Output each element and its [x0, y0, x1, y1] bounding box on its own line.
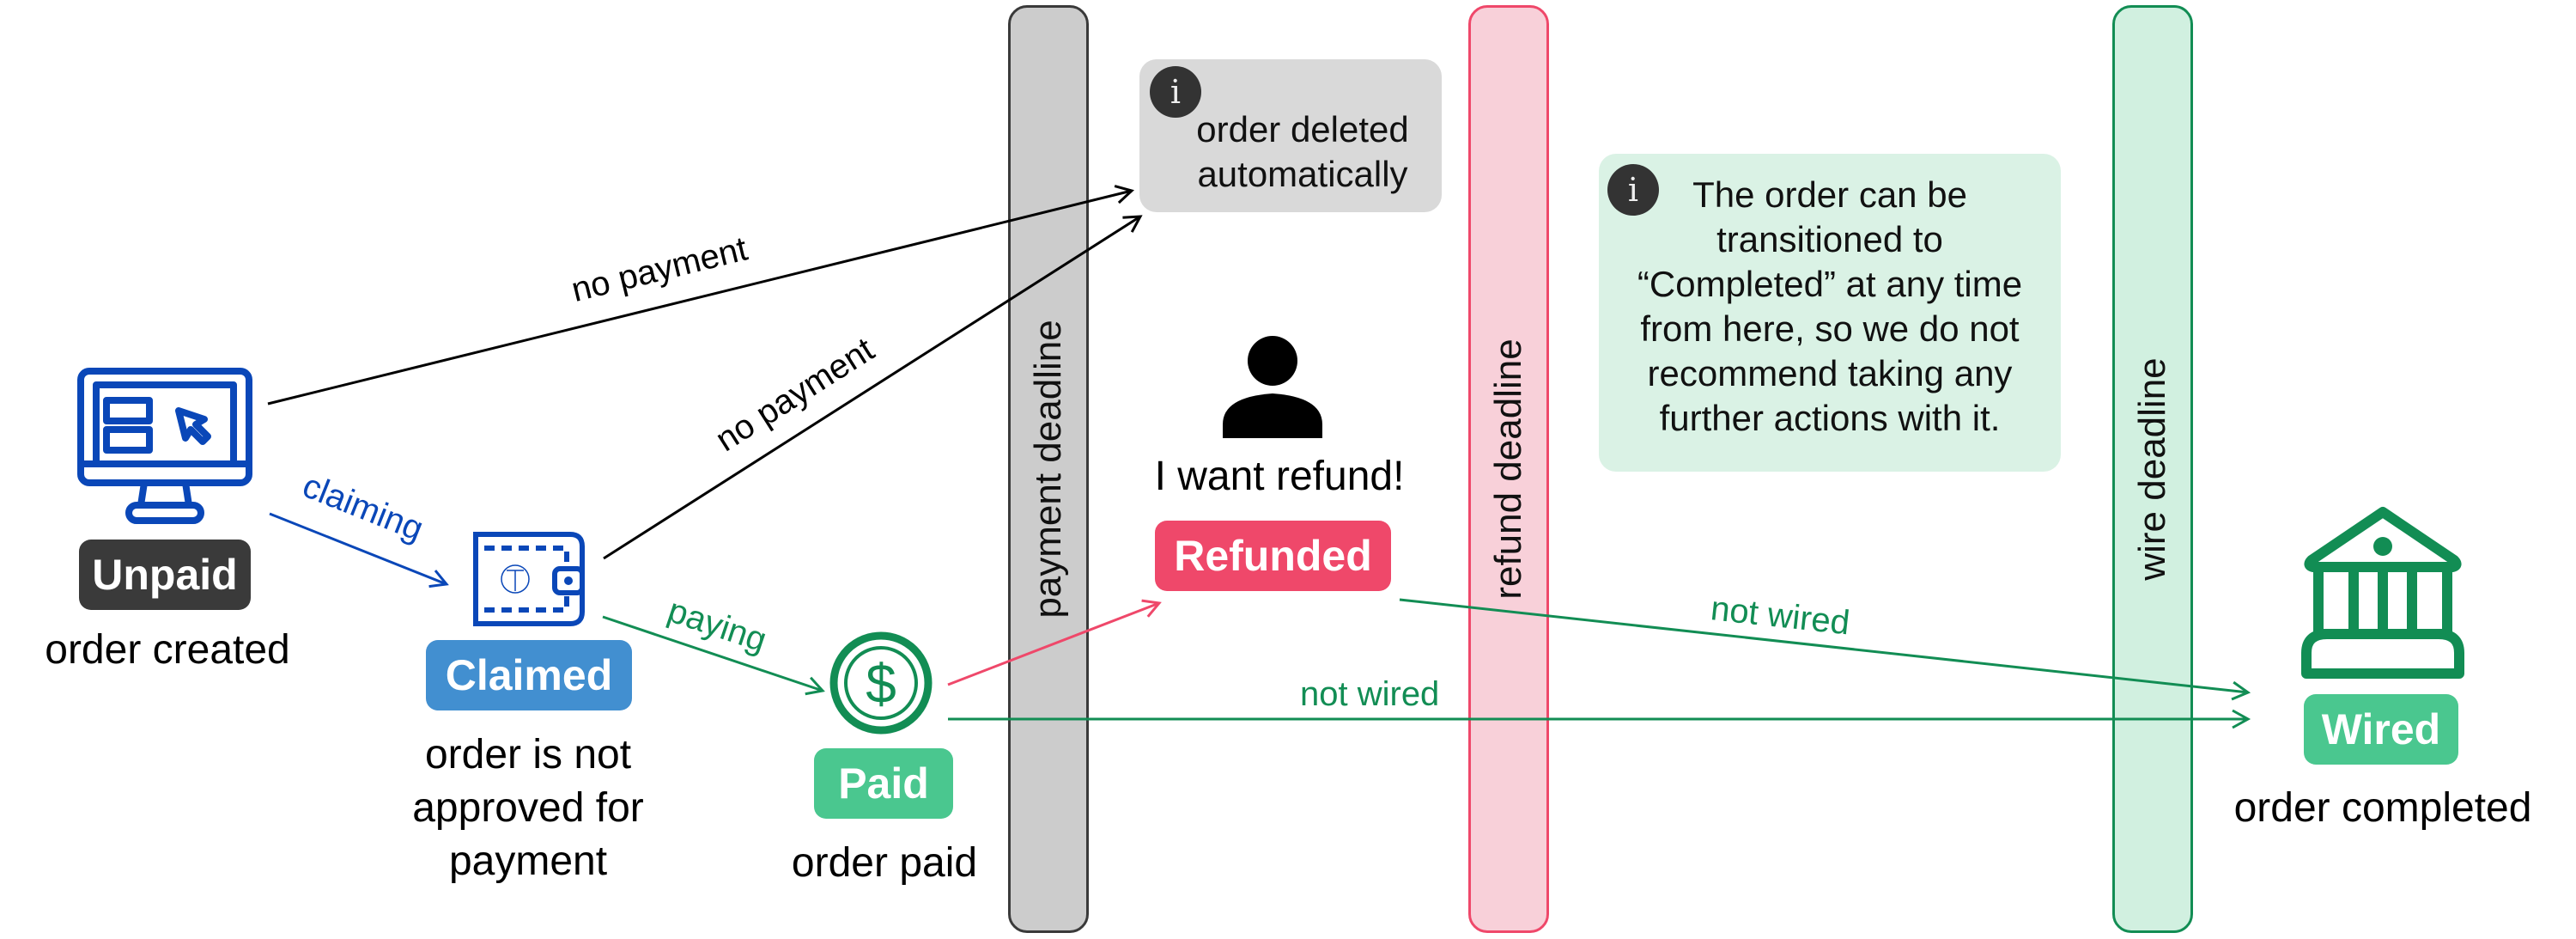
completed-info-text: The order can be transitioned to “Comple… — [1637, 174, 2023, 438]
bank-icon — [2301, 507, 2464, 679]
completed-info-note: i The order can be transitioned to “Comp… — [1599, 154, 2061, 472]
status-badge-paid: Paid — [814, 748, 953, 819]
wallet-icon — [473, 532, 585, 626]
edge-refunded-not-wired — [1399, 598, 2251, 701]
status-badge-unpaid: Unpaid — [79, 540, 251, 610]
wire-deadline-lane: wire deadline — [2112, 5, 2193, 933]
info-icon: i — [1150, 66, 1201, 118]
status-badge-claimed: Claimed — [426, 640, 632, 710]
person-icon — [1223, 336, 1322, 438]
edge-claimed-no-payment — [603, 215, 1143, 560]
caption-i-want-refund: I want refund! — [1154, 454, 1405, 499]
caption-claimed: order is not approved for payment — [412, 732, 644, 884]
edge-paying — [602, 615, 825, 696]
status-badge-wired: Wired — [2304, 694, 2458, 765]
refund-deadline-lane: refund deadline — [1468, 5, 1549, 933]
order-deleted-text: order deleted automatically — [1196, 109, 1409, 194]
status-badge-refunded: Refunded — [1155, 521, 1391, 591]
payment-deadline-lane: payment deadline — [1008, 5, 1089, 933]
svg-text:$: $ — [866, 653, 896, 715]
order-deleted-note: i order deleted automatically — [1139, 59, 1442, 212]
caption-order-paid: order paid — [791, 840, 978, 886]
caption-order-completed: order completed — [2233, 785, 2532, 831]
edge-claiming — [269, 512, 449, 588]
edge-unpaid-no-payment — [267, 185, 1134, 405]
caption-order-created: order created — [45, 627, 290, 673]
dollar-coin-icon: $ — [829, 631, 933, 735]
computer-monitor-icon — [77, 368, 252, 524]
edge-label-not-wired-2: not wired — [1300, 675, 1440, 713]
info-icon: i — [1607, 164, 1659, 216]
edge-paid-to-refunded — [947, 599, 1162, 686]
